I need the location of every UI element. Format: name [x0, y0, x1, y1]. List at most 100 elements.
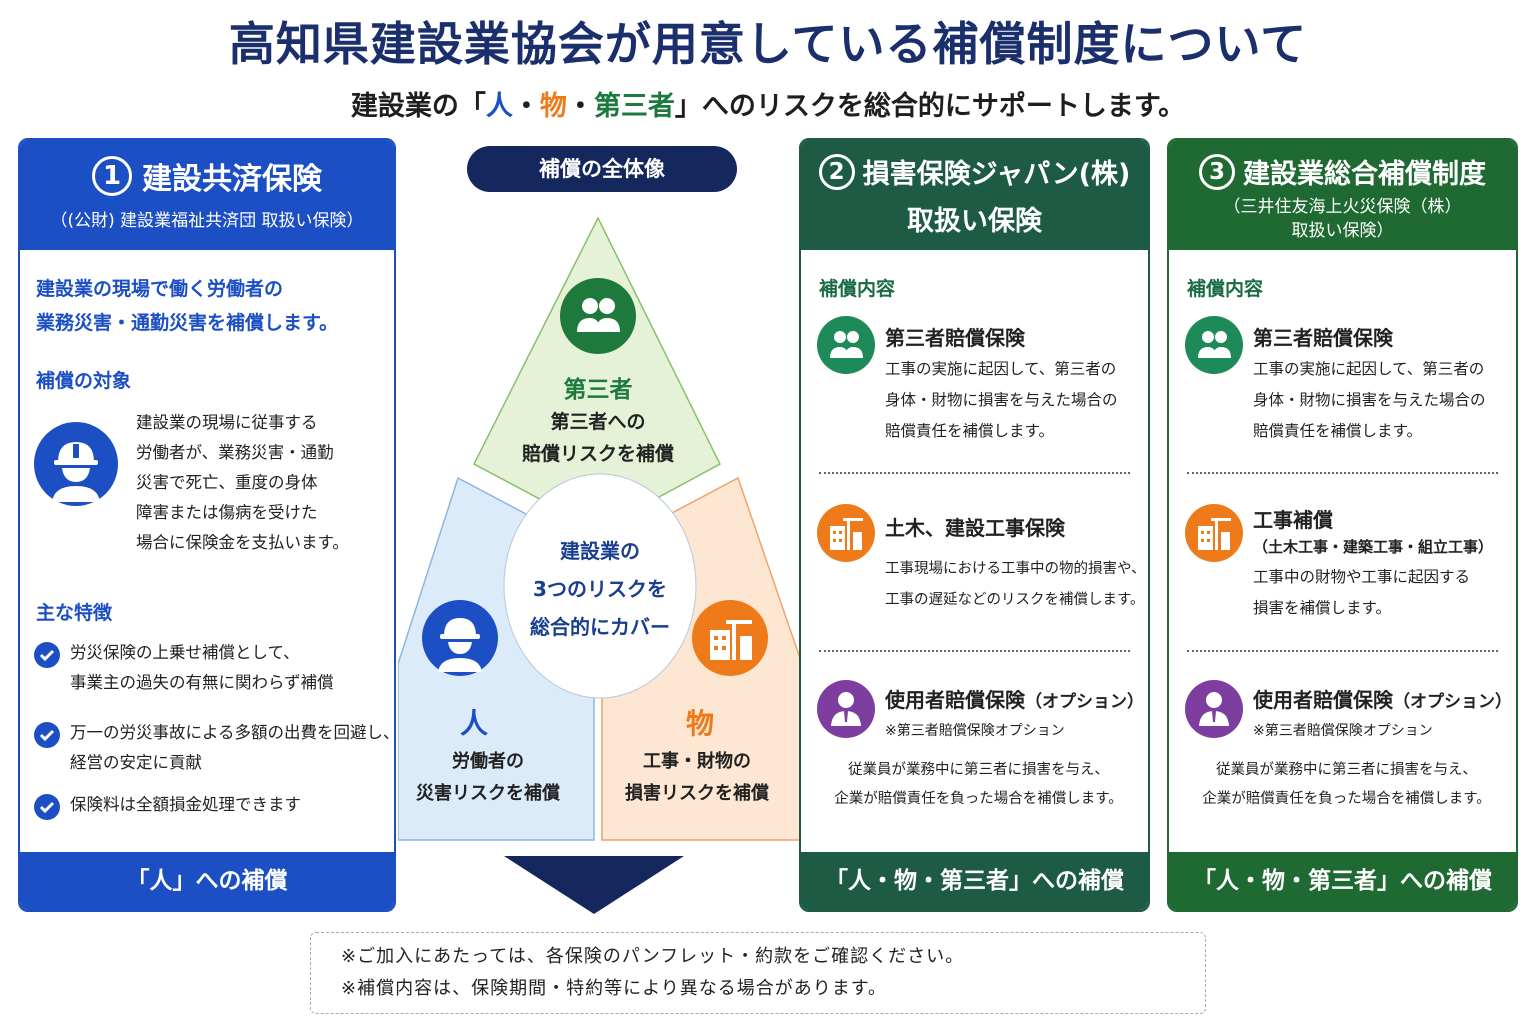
panel3-item-title: 使用者賠償保険（オプション）	[1253, 684, 1512, 713]
panel-kensetsu-kyosai: 1 建設共済保険 （(公財) 建設業福祉共済団 取扱い保険） 建設業の現場で働く労…	[18, 138, 396, 912]
panel1-number: 1	[92, 156, 132, 196]
panel2-item-title: 使用者賠償保険（オプション）	[885, 684, 1144, 713]
core-text: 建設業の 3つのリスクを 総合的にカバー	[510, 532, 690, 646]
panel3-content-label: 補償内容	[1187, 278, 1264, 300]
panel3-item-note: ※第三者賠償保険オプション	[1253, 723, 1433, 739]
divider	[819, 650, 1130, 652]
item-body-line: 損害を補償します。	[1253, 599, 1391, 617]
panel1-footer: 「人」への補償	[20, 852, 394, 910]
top-risk-text: 第三者への 賠償リスクを補償	[488, 406, 708, 470]
worker-helmet-icon	[34, 422, 118, 506]
panel3-subtitle: （三井住友海上火災保険（株） 取扱い保険）	[1169, 195, 1516, 243]
item-body-line: 工事現場における工事中の物的損害や、	[885, 561, 1146, 577]
item-title-text: 使用者賠償保険	[1253, 688, 1393, 712]
divider	[819, 472, 1130, 474]
page-subtitle: 建設業の「人・物・第三者」へのリスクを総合的にサポートします。	[0, 84, 1536, 123]
item-body-line: 従業員が業務中に第三者に損害を与え、	[848, 762, 1109, 778]
panel2-item-note: ※第三者賠償保険オプション	[885, 723, 1065, 739]
subtitle-hito: 人	[485, 91, 513, 122]
item-title-text: 使用者賠償保険	[885, 688, 1025, 712]
item-body-line: 身体・財物に損害を与えた場合の	[1253, 391, 1486, 409]
subtitle-daisansha: 第三者	[593, 91, 675, 122]
panel1-lead: 建設業の現場で働く労働者の 業務災害・通勤災害を補償します。	[36, 272, 338, 340]
panel2-item-body: 工事の実施に起因して、第三者の 身体・財物に損害を与えた場合の 賠償責任を補償し…	[885, 354, 1118, 447]
building-crane-icon	[1185, 504, 1243, 562]
panel3-item-title: 第三者賠償保険	[1253, 326, 1393, 350]
subtitle-before: 建設業の「	[350, 91, 486, 122]
core-line: 建設業の	[560, 539, 640, 563]
panel2-footer: 「人・物・第三者」への補償	[801, 852, 1148, 910]
left-risk-text: 労働者の 災害リスクを補償	[398, 746, 578, 810]
panel2-content-label: 補償内容	[819, 278, 896, 300]
risk-diagram: 第三者 第三者への 賠償リスクを補償 建設業の 3つのリスクを 総合的にカバー …	[398, 200, 802, 850]
panel3-subtitle-line: 取扱い保険）	[1291, 221, 1394, 241]
right-risk-line: 工事・財物の	[643, 751, 751, 772]
overview-pill: 補償の全体像	[467, 146, 737, 192]
left-risk-line: 労働者の	[452, 751, 524, 772]
top-risk-line: 第三者への	[550, 411, 646, 433]
subtitle-mono: 物	[539, 91, 567, 122]
panel3-subtitle-line: （三井住友海上火災保険（株）	[1223, 197, 1462, 217]
panel2-item-title: 土木、建設工事保険	[885, 516, 1065, 540]
item-body-line: 企業が賠償責任を負った場合を補償します。	[1202, 791, 1491, 807]
panel1-target-line: 建設業の現場に従事する	[136, 413, 318, 432]
divider	[1187, 472, 1498, 474]
subtitle-after: 」へのリスクを総合的にサポートします。	[674, 91, 1186, 122]
note-line: ※補償内容は、保険期間・特約等により異なる場合があります。	[341, 978, 887, 999]
item-body-line: 従業員が業務中に第三者に損害を与え、	[1216, 762, 1477, 778]
feature-line: 事業主の過失の有無に関わらず補償	[70, 673, 334, 692]
panel2-number: 2	[818, 153, 855, 190]
item-body-line: 工事の遅延などのリスクを補償します。	[885, 592, 1145, 608]
building-crane-icon	[817, 504, 875, 562]
panel1-subtitle: （(公財) 建設業福祉共済団 取扱い保険）	[50, 211, 364, 231]
panel1-lead-line-1: 建設業の現場で働く労働者の	[36, 278, 284, 300]
feature-line: 万一の労災事故による多額の出費を回避し、	[70, 723, 396, 742]
panel1-features-heading: 主な特徴	[36, 602, 113, 624]
item-option: （オプション）	[1025, 692, 1144, 712]
right-risk-text: 工事・財物の 損害リスクを補償	[602, 746, 792, 810]
arrow-down-icon	[504, 856, 684, 916]
top-risk-title: 第三者	[563, 377, 633, 403]
panel1-target-line: 場合に保険金を支払います。	[136, 533, 349, 552]
divider	[1187, 650, 1498, 652]
top-risk-line: 賠償リスクを補償	[521, 443, 674, 465]
businessman-icon	[817, 680, 875, 738]
check-icon	[34, 794, 60, 820]
panel1-title: 建設共済保険	[142, 162, 322, 197]
building-crane-icon	[692, 600, 768, 676]
panel3-item-subtitle: （土木工事・建築工事・組立工事）	[1253, 538, 1494, 556]
item-body-line: 企業が賠償責任を負った場合を補償します。	[834, 791, 1123, 807]
panel3-item-body: 工事の実施に起因して、第三者の 身体・財物に損害を与えた場合の 賠償責任を補償し…	[1253, 354, 1486, 447]
panel1-target-line: 災害で死亡、重度の身体	[136, 473, 318, 492]
worker-helmet-icon	[422, 600, 498, 676]
core-line: 総合的にカバー	[530, 615, 670, 639]
page-title: 高知県建設業協会が用意している補償制度について	[228, 17, 1308, 71]
item-body-line: 工事の実施に起因して、第三者の	[1253, 360, 1485, 378]
panel1-target-heading: 補償の対象	[36, 370, 132, 392]
people-icon	[1185, 316, 1243, 374]
item-body-line: 工事の実施に起因して、第三者の	[885, 360, 1117, 378]
check-icon	[34, 722, 60, 748]
right-risk-line: 損害リスクを補償	[625, 783, 769, 804]
panel2-title-line-2: 取扱い保険	[907, 206, 1042, 237]
item-body-line: 賠償責任を補償します。	[885, 422, 1054, 440]
panel3-item-body: 工事中の財物や工事に起因する 損害を補償します。	[1253, 562, 1470, 624]
panel1-target-line: 労働者が、業務災害・通勤	[136, 443, 334, 462]
panel2-item-title: 第三者賠償保険	[885, 326, 1025, 350]
left-risk-title: 人	[459, 707, 488, 740]
feature-line: 労災保険の上乗せ補償として、	[70, 643, 300, 662]
left-risk-line: 災害リスクを補償	[416, 783, 560, 804]
core-line: 3つのリスクを	[533, 577, 667, 601]
note-line: ※ご加入にあたっては、各保険のパンフレット・約款をご確認ください。	[341, 946, 965, 967]
panel3-item-body: 従業員が業務中に第三者に損害を与え、 企業が賠償責任を負った場合を補償します。	[1183, 756, 1510, 814]
subtitle-sep-1: ・	[512, 91, 540, 122]
panel3-number: 3	[1199, 153, 1235, 190]
panel2-item-body: 従業員が業務中に第三者に損害を与え、 企業が賠償責任を負った場合を補償します。	[815, 756, 1142, 814]
panel1-target-text: 建設業の現場に従事する 労働者が、業務災害・通勤 災害で死亡、重度の身体 障害ま…	[136, 408, 349, 558]
businessman-icon	[1185, 680, 1243, 738]
subtitle-sep-2: ・	[566, 91, 594, 122]
